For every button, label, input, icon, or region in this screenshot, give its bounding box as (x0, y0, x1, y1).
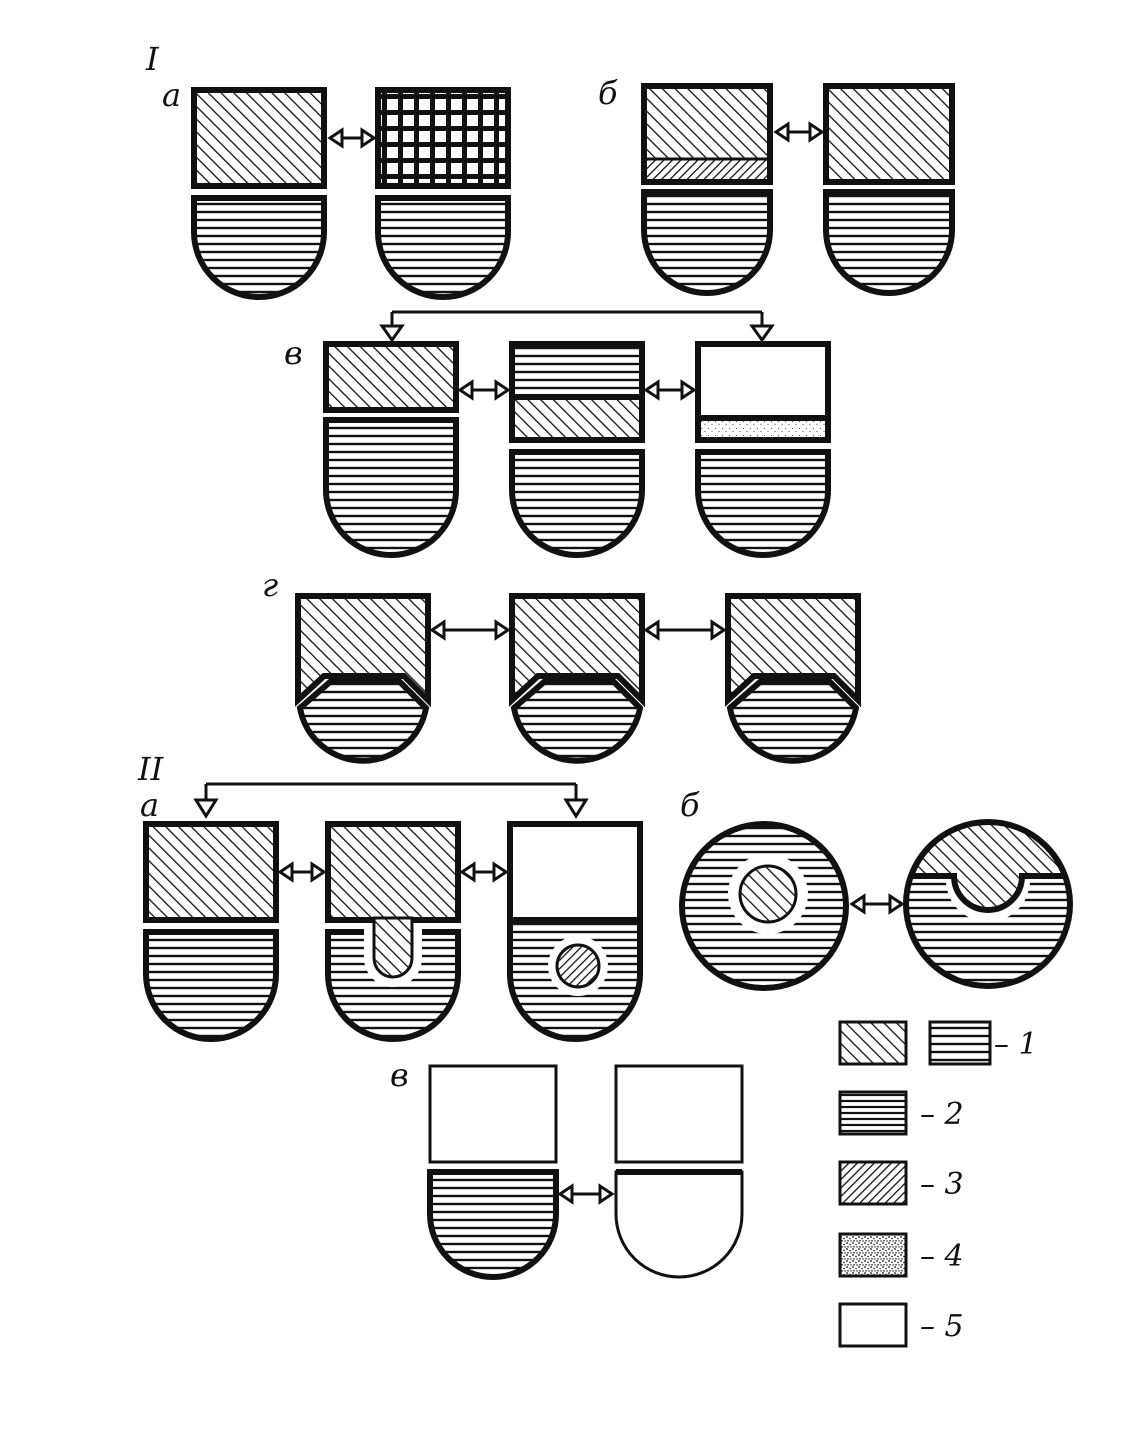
legend-label-4: – 4 (920, 1239, 964, 1274)
diagram-I-a-left (191, 87, 327, 300)
diagram-I-g-3 (725, 593, 861, 764)
double-arrow-II-a-2 (459, 861, 509, 883)
section-label-I: I (145, 40, 160, 78)
legend-item-1: – 1 (838, 1020, 1038, 1066)
diagram-II-v-left (427, 1064, 559, 1280)
diagram-I-g-1 (295, 593, 431, 764)
panel-label-I-g: г (262, 566, 278, 604)
diagram-I-v-2 (509, 341, 645, 558)
legend-label-5: – 5 (920, 1309, 964, 1344)
legend-item-2: – 2 (838, 1090, 964, 1136)
bracket-arrow-II-a (193, 782, 589, 819)
panel-label-II-b: б (680, 786, 700, 824)
panel-label-II-v: в (390, 1056, 409, 1094)
double-arrow-I-g-2 (643, 619, 727, 641)
double-arrow-I-b (773, 121, 825, 143)
diagram-I-b-left (641, 83, 773, 296)
legend-label-1: – 1 (994, 1027, 1038, 1062)
legend: – 1 – 2 – 3 – 4 – 5 (838, 1020, 1038, 1348)
panel-label-I-b: б (598, 74, 618, 112)
legend-item-3: – 3 (838, 1160, 964, 1206)
double-arrow-I-a (327, 127, 377, 149)
diagram-II-a-2 (325, 821, 461, 1042)
double-arrow-II-b (849, 893, 905, 915)
diagram-II-b-left (679, 821, 849, 991)
legend-item-5: – 5 (838, 1302, 964, 1348)
legend-label-2: – 2 (920, 1097, 964, 1132)
section-label-II: II (137, 750, 165, 788)
diagram-I-a-right (375, 87, 511, 300)
diagram-I-g-2 (509, 593, 645, 764)
double-arrow-I-g-1 (429, 619, 511, 641)
legend-item-4: – 4 (838, 1232, 964, 1278)
double-arrow-I-v-1 (457, 379, 511, 401)
diagram-II-b-right (903, 819, 1073, 989)
panel-label-I-v: в (284, 334, 303, 372)
diagram-II-a-3 (507, 821, 643, 1042)
double-arrow-II-a-1 (277, 861, 327, 883)
diagram-II-v-right (614, 1064, 744, 1279)
double-arrow-II-v (557, 1183, 615, 1205)
diagram-I-v-1 (323, 341, 459, 558)
panel-label-I-a: а (162, 76, 181, 114)
legend-label-3: – 3 (920, 1167, 964, 1202)
diagram-I-v-3 (695, 341, 831, 558)
diagram-II-a-1 (143, 821, 279, 1042)
panel-label-II-a: а (140, 786, 159, 824)
diagram-I-b-right (823, 83, 955, 296)
double-arrow-I-v-2 (643, 379, 697, 401)
bracket-arrow-I-v (379, 310, 775, 343)
